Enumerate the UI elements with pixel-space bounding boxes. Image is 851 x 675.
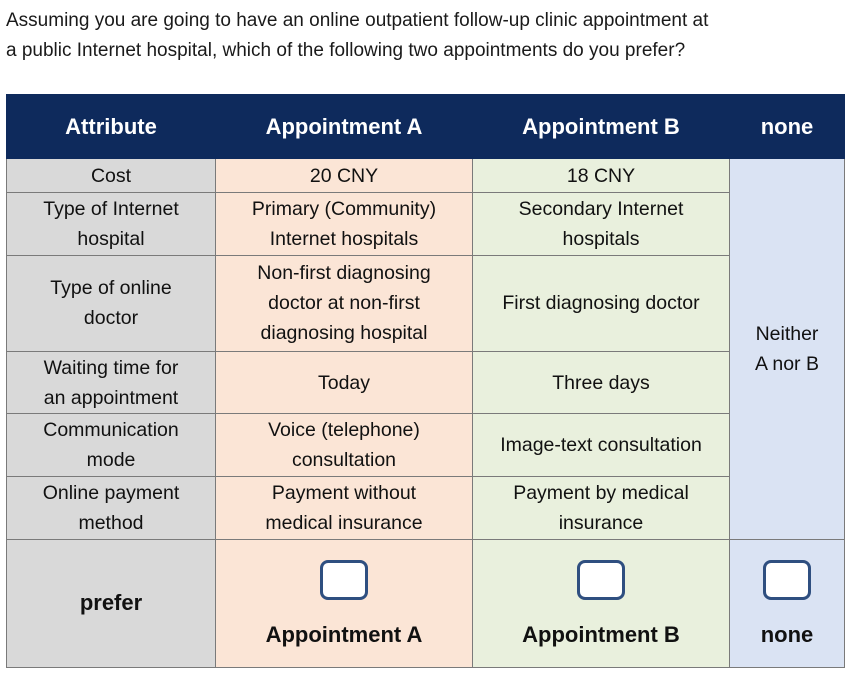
appointment-b-cell: First diagnosing doctor [472, 255, 730, 352]
attribute-cell-line: hospital [77, 228, 145, 251]
question-line-1: Assuming you are going to have an online… [6, 10, 709, 31]
appointment-a-cell-line: Internet hospitals [269, 228, 419, 251]
attribute-cell-line: Communication [43, 419, 179, 442]
appointment-b-cell: Secondary Internet hospitals [472, 192, 730, 257]
attribute-cell-line: mode [86, 449, 136, 472]
appointment-a-cell: Primary (Community) Internet hospitals [215, 192, 473, 257]
appointment-a-cell: Non-first diagnosing doctor at non-first d… [215, 255, 473, 352]
attribute-cell-line: Online payment [42, 482, 180, 505]
appointment-a-cell-line: doctor at non-first [268, 292, 420, 315]
attribute-cell-line: doctor [83, 307, 139, 330]
none-option-label: none [760, 621, 814, 647]
attribute-cell: Waiting time for an appointment [6, 350, 216, 415]
prefer-option-b-cell[interactable]: Appointment B [472, 539, 730, 668]
question-text: Assuming you are going to have an online… [6, 6, 846, 66]
attribute-cell-line: Type of online [50, 277, 172, 300]
appointment-a-cell-line: Today [317, 371, 371, 394]
attribute-cell: Type of online doctor [6, 255, 216, 352]
attribute-cell: Online payment method [6, 476, 216, 541]
appointment-a-cell-line: medical insurance [265, 512, 423, 535]
appointment-b-option-label: Appointment B [522, 621, 680, 647]
attribute-cell: Communication mode [6, 413, 216, 478]
attribute-cell-line: Cost [90, 164, 132, 187]
prefer-option-a-cell[interactable]: Appointment A [215, 539, 473, 668]
table-row: Cost 20 CNY 18 CNY Neither A nor B [6, 157, 845, 541]
appointment-a-cell: 20 CNY [215, 157, 473, 194]
appointment-a-cell-line: Voice (telephone) [268, 419, 420, 442]
appointment-b-cell-line: Image-text consultation [500, 434, 702, 457]
appointment-a-cell-line: 20 CNY [309, 164, 379, 187]
table-row: Waiting time for an appointment Today Three… [6, 350, 845, 415]
prefer-option-none-cell[interactable]: none [729, 539, 845, 668]
header-row: Attribute Appointment A Appointment B no… [6, 94, 845, 159]
appointment-b-cell-line: First diagnosing doctor [502, 292, 700, 315]
prefer-row: prefer Appointment A Appointment B none [6, 539, 845, 668]
appointment-a-cell-line: consultation [291, 449, 397, 472]
none-merged-cell: Neither A nor B [729, 157, 845, 541]
appointment-a-checkbox[interactable] [320, 559, 368, 600]
appointment-a-cell-line: diagnosing hospital [260, 322, 428, 345]
appointment-b-cell-line: Three days [552, 371, 650, 394]
appointment-b-cell: 18 CNY [472, 157, 730, 194]
choice-table: Attribute Appointment A Appointment B no… [6, 94, 845, 668]
appointment-b-cell-line: 18 CNY [566, 164, 636, 187]
appointment-b-cell: Payment by medical insurance [472, 476, 730, 541]
header-appointment-a: Appointment A [215, 94, 473, 159]
appointment-b-cell-line: Secondary Internet [518, 198, 684, 221]
appointment-a-option-label: Appointment A [265, 621, 423, 647]
appointment-b-cell: Image-text consultation [472, 413, 730, 478]
none-option-text: A nor B [755, 353, 819, 376]
attribute-cell-line: an appointment [43, 386, 179, 409]
table-row: Type of Internet hospital Primary (Communi… [6, 192, 845, 257]
attribute-cell-line: Waiting time for [43, 356, 179, 379]
header-attribute: Attribute [6, 94, 216, 159]
table-row: Communication mode Voice (telephone) consul… [6, 413, 845, 478]
appointment-b-cell-line: Payment by medical [513, 482, 689, 505]
appointment-b-cell-line: hospitals [562, 228, 640, 251]
table-row: Type of online doctor Non-first diagnosing… [6, 255, 845, 352]
table-row: Online payment method Payment without medic… [6, 476, 845, 541]
attribute-cell: Type of Internet hospital [6, 192, 216, 257]
appointment-b-cell: Three days [472, 350, 730, 415]
none-option-text: Neither [755, 323, 819, 346]
attribute-cell-line: Type of Internet [43, 198, 179, 221]
attribute-cell: Cost [6, 157, 216, 194]
appointment-b-cell-line: insurance [558, 512, 644, 535]
prefer-label-cell: prefer [6, 539, 216, 668]
header-none: none [729, 94, 845, 159]
prefer-label: prefer [79, 590, 143, 616]
appointment-a-cell: Today [215, 350, 473, 415]
appointment-b-checkbox[interactable] [577, 559, 625, 600]
question-line-2: a public Internet hospital, which of the… [6, 40, 686, 61]
appointment-a-cell: Payment without medical insurance [215, 476, 473, 541]
appointment-a-cell-line: Non-first diagnosing [257, 262, 431, 285]
header-appointment-b: Appointment B [472, 94, 730, 159]
appointment-a-cell: Voice (telephone) consultation [215, 413, 473, 478]
attribute-cell-line: method [78, 512, 144, 535]
appointment-a-cell-line: Payment without [271, 482, 417, 505]
none-checkbox[interactable] [763, 559, 811, 600]
appointment-a-cell-line: Primary (Community) [251, 198, 437, 221]
